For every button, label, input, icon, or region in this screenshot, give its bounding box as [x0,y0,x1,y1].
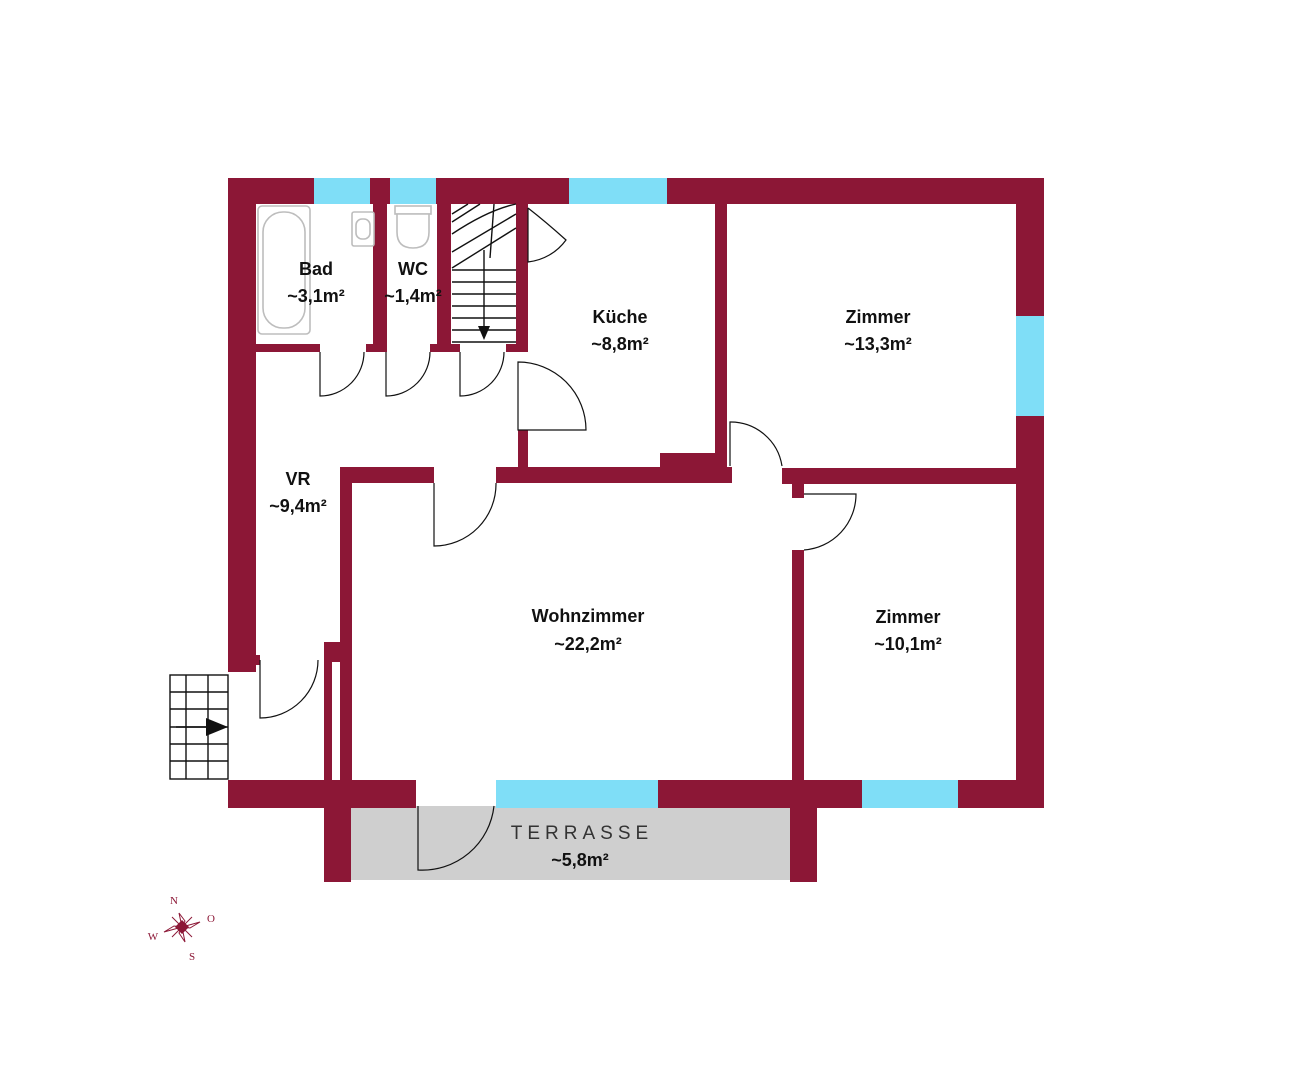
door-bad [319,351,365,397]
room-labels: Bad ~3,1m² WC ~1,4m² Küche ~8,8m² Zimmer… [269,259,942,870]
room-name-bad: Bad [299,259,333,279]
door-zimmer-ne [729,421,783,467]
door-kueche [517,361,587,431]
room-name-wc: WC [398,259,428,279]
room-area-wc: ~1,4m² [384,286,442,306]
compass-star-icon [163,912,201,943]
entrance-steps [169,674,229,780]
windows [314,178,1044,808]
door-stairs [459,351,505,397]
bathroom-fixtures [257,205,432,335]
room-area-zimmer-se: ~10,1m² [874,634,942,654]
room-area-bad: ~3,1m² [287,286,345,306]
toilet-tank [394,205,432,215]
door-wohnzimmer [433,482,497,547]
room-name-kueche: Küche [592,307,647,327]
doors [259,207,857,871]
room-name-terrasse: TERRASSE [511,823,653,844]
door-kueche-top [527,207,567,263]
window [390,178,436,204]
compass-n: N [170,895,178,907]
window [314,178,370,204]
compass-s: S [189,951,195,963]
bathtub-inner [262,211,306,329]
toilet-bowl [396,213,430,249]
room-name-zimmer-se: Zimmer [875,607,940,627]
door-zimmer-se [803,493,857,551]
door-wc [385,351,431,397]
window [1016,316,1044,416]
room-name-zimmer-ne: Zimmer [845,307,910,327]
room-area-zimmer-ne: ~13,3m² [844,334,912,354]
room-area-terrasse: ~5,8m² [551,850,609,870]
door-terrasse [417,805,495,871]
walls [228,178,1044,882]
interior-staircase [451,203,517,343]
compass-o: O [207,913,215,925]
terrace-floor [350,806,790,880]
compass-rose: N O S W [148,895,215,963]
room-name-wohnzimmer: Wohnzimmer [532,606,645,626]
room-area-kueche: ~8,8m² [591,334,649,354]
window [496,780,658,808]
room-area-wohnzimmer: ~22,2m² [554,634,622,654]
door-entrance [259,659,319,719]
room-name-vr: VR [285,469,310,489]
window [569,178,667,204]
room-area-vr: ~9,4m² [269,496,327,516]
sink-basin [355,218,371,240]
window [862,780,958,808]
compass-w: W [148,931,159,943]
